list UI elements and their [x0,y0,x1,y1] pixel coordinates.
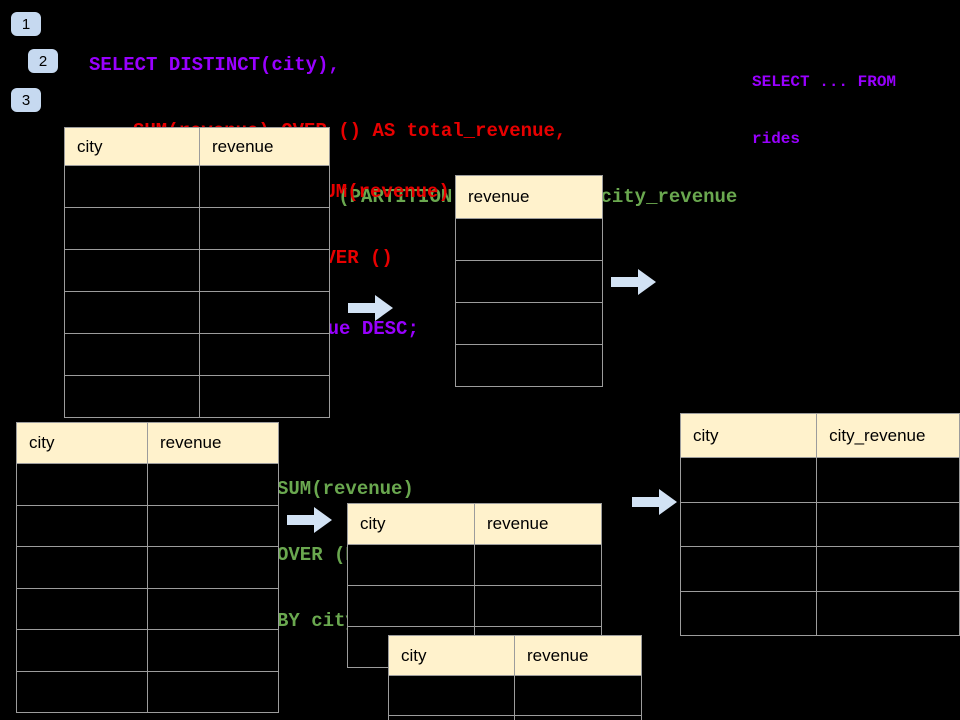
column-header-city: city [388,635,515,676]
annotation-total-line-1: SUM(revenue) [313,181,450,203]
column-header-city: city [16,422,148,464]
side-note-select-from: SELECT ... FROM rides [752,36,896,186]
table-row [455,344,603,387]
table-row [64,207,330,250]
table-row [679,501,960,547]
table-partition-step: city revenue [347,503,602,668]
table-row [679,546,960,592]
table-row [16,670,279,713]
step-badge-2: 2 [28,49,58,73]
side-note-line-2: rides [752,130,801,148]
annotation-partition-line-1: SUM(revenue) [277,478,414,500]
column-header-revenue: revenue [514,635,642,676]
sql-line-select: SELECT DISTINCT(city), [89,54,340,76]
side-note-line-1: SELECT ... FROM [752,73,897,91]
table-source-top: city revenue [64,127,330,418]
right-arrow-icon [611,269,656,295]
column-header-revenue: revenue [147,422,279,464]
right-arrow-icon [287,507,332,533]
table-row [16,546,279,589]
annotation-total-line-2: OVER () [313,247,393,269]
table-header-row: city revenue [16,422,279,464]
table-partition-step-overlay: city revenue [388,635,642,720]
column-header-revenue: revenue [474,503,602,545]
table-row [388,715,642,720]
table-row [64,165,330,208]
table-header-row: city city_revenue [679,413,960,458]
table-result-city-revenue: city city_revenue [679,413,960,636]
table-row [455,302,603,345]
right-arrow-icon [632,489,677,515]
table-total-revenue: revenue [455,175,603,387]
table-source-bottom: city revenue [16,422,279,713]
table-header-row: revenue [455,175,603,219]
table-row [64,291,330,334]
table-header-row: city revenue [64,127,330,166]
column-header-city: city [64,127,200,166]
table-row [64,249,330,292]
table-header-row: city revenue [388,635,642,676]
table-row [679,590,960,636]
right-arrow-icon [348,295,393,321]
table-row [388,675,642,716]
table-row [455,260,603,303]
table-row [64,375,330,418]
table-row [347,585,602,627]
table-row [64,333,330,376]
table-header-row: city revenue [347,503,602,545]
table-row [347,544,602,586]
column-header-revenue: revenue [455,175,603,219]
step-badge-3: 3 [11,88,41,112]
table-row [455,218,603,261]
column-header-city-revenue: city_revenue [816,413,960,458]
column-header-revenue: revenue [199,127,330,166]
step-badge-1: 1 [11,12,41,36]
column-header-city: city [347,503,475,545]
annotation-sum-over-all: SUM(revenue) OVER () [313,137,450,313]
table-row [16,463,279,506]
table-row [16,587,279,630]
table-row [679,457,960,503]
table-row [16,504,279,547]
table-row [16,629,279,672]
column-header-city: city [679,413,818,458]
